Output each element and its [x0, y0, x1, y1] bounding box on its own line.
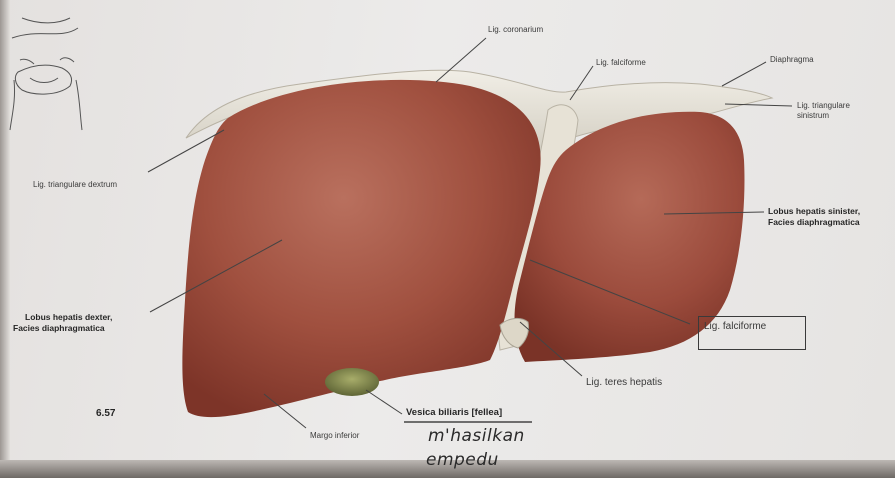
label-lig-falciforme-boxed: Lig. falciforme: [704, 322, 766, 331]
label-diaphragma: Diaphragma: [770, 55, 814, 64]
label-margo-inferior: Margo inferior: [310, 431, 359, 440]
label-lig-coronarium: Lig. coronarium: [488, 25, 543, 34]
label-lig-triangulare-sinistrum-line2: sinistrum: [797, 111, 829, 120]
label-lig-triangulare-sinistrum-line1: Lig. triangulare: [797, 101, 850, 110]
label-vesica-biliaris: Vesica biliaris [fellea]: [406, 408, 502, 417]
label-lobus-dexter-line1: Lobus hepatis dexter,: [25, 313, 112, 322]
label-lobus-dexter-line2: Facies diaphragmatica: [13, 324, 105, 333]
figure-number: 6.57: [96, 409, 115, 418]
right-lobe: [182, 80, 540, 417]
body-outline-sketch: [10, 18, 82, 130]
leader-diaphragma: [722, 62, 766, 86]
leader-vesica-biliaris: [366, 390, 402, 414]
gallbladder: [325, 368, 379, 396]
label-lobus-sinister-line2: Facies diaphragmatica: [768, 218, 860, 227]
label-lig-triangulare-dextrum: Lig. triangulare dextrum: [33, 180, 117, 189]
label-lobus-sinister-line1: Lobus hepatis sinister,: [768, 207, 860, 216]
label-lig-falciforme-top: Lig. falciforme: [596, 58, 646, 67]
handwritten-note-line2: empedu: [426, 450, 499, 470]
handwritten-note-line1: m'hasilkan: [428, 426, 525, 446]
label-lig-teres-hepatis: Lig. teres hepatis: [586, 378, 662, 387]
